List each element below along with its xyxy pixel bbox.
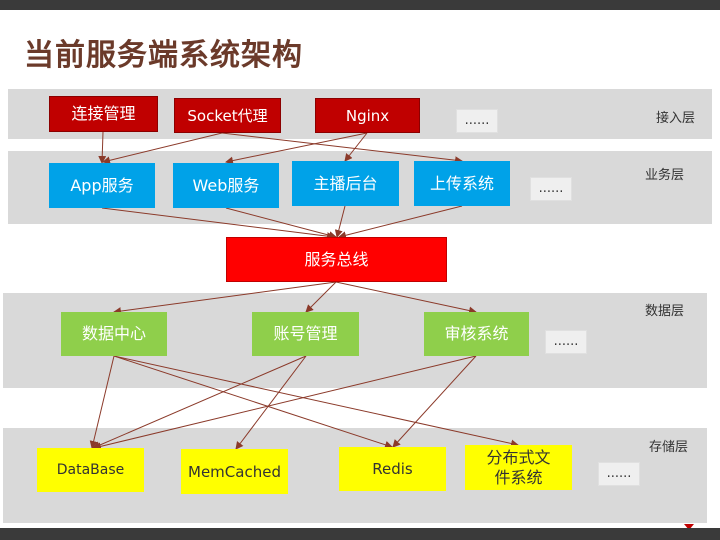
business-layer-label: 业务层 <box>645 168 685 183</box>
data-layer-label: 数据层 <box>645 304 685 319</box>
arrow-account-to-memcached <box>235 355 307 450</box>
corner-triangle-mark <box>684 524 694 530</box>
arrow-app-to-bus <box>101 207 335 241</box>
arrow-nginx-to-anchor <box>344 132 368 162</box>
storage-layer-label: 存储层 <box>649 440 689 455</box>
arrow-web-to-bus <box>225 207 337 240</box>
access-more-box: ...... <box>456 109 498 133</box>
arrow-bus-to-account <box>305 281 337 313</box>
socket-proxy-box: Socket代理 <box>174 98 281 133</box>
arrow-bus-to-datacenter <box>113 281 337 316</box>
arrow-socket-to-app <box>102 132 223 165</box>
arrow-socket-to-upload <box>221 132 463 165</box>
data-more-box: ...... <box>545 330 587 354</box>
conn-mgmt-box: 连接管理 <box>49 96 158 132</box>
nginx-box: Nginx <box>315 98 420 133</box>
access-layer-label: 接入层 <box>656 111 696 126</box>
arrow-account-to-database <box>92 355 307 449</box>
slide-title: 当前服务端系统架构 <box>24 38 303 73</box>
arrow-conn-to-app <box>98 131 107 164</box>
dfs-box: 分布式文件系统 <box>465 445 572 490</box>
arrow-review-to-redis <box>392 355 477 448</box>
anchor-backend-box: 主播后台 <box>292 161 399 206</box>
account-mgmt-box: 账号管理 <box>252 312 359 356</box>
arrow-bus-to-review <box>335 281 477 315</box>
arrow-review-to-database <box>93 355 477 451</box>
service-bus-box: 服务总线 <box>226 237 447 282</box>
arrow-datacenter-to-database <box>89 355 115 449</box>
database-box: DataBase <box>37 448 144 492</box>
arrow-datacenter-to-dfs <box>113 355 519 448</box>
arrow-nginx-to-web <box>225 132 368 165</box>
top-bar <box>0 0 720 10</box>
business-more-box: ...... <box>530 177 572 201</box>
upload-system-box: 上传系统 <box>414 161 510 206</box>
web-service-box: Web服务 <box>173 163 279 208</box>
data-center-box: 数据中心 <box>61 312 167 356</box>
arrow-datacenter-to-redis <box>113 355 393 449</box>
memcached-box: MemCached <box>181 449 288 494</box>
bottom-bar <box>0 528 720 540</box>
redis-box: Redis <box>339 447 446 491</box>
arrow-upload-to-bus <box>338 205 463 240</box>
app-service-box: App服务 <box>49 163 155 208</box>
arrow-anchor-to-bus <box>334 205 346 238</box>
review-system-box: 审核系统 <box>424 312 529 356</box>
storage-more-box: ...... <box>598 462 640 486</box>
